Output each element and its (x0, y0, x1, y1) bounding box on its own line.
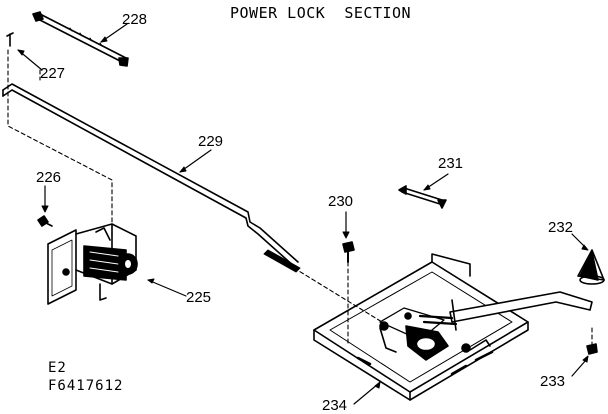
drawing-code-line2: F6417612 (48, 378, 124, 394)
drawing-code-line1: E2 (48, 360, 67, 376)
part-label-229: 229 (198, 133, 224, 150)
part-233-screw (586, 343, 598, 355)
part-label-232: 232 (548, 219, 574, 236)
diagram-title: POWER LOCK SECTION (230, 4, 412, 22)
part-label-230: 230 (328, 193, 354, 210)
part-234-base-plate (313, 253, 593, 401)
part-label-226: 226 (36, 169, 62, 186)
dashed-guides (7, 49, 593, 345)
part-label-225: 225 (186, 289, 212, 306)
part-label-233: 233 (540, 373, 566, 390)
leader-225 (147, 279, 187, 297)
part-label-227: 227 (40, 65, 66, 82)
part-227-clip (6, 32, 14, 47)
part-label-228: 228 (122, 11, 148, 28)
part-229-rod (2, 83, 301, 273)
leader-233 (571, 359, 587, 377)
part-label-234: 234 (322, 397, 348, 414)
leader-234 (353, 383, 379, 405)
part-225-actuator (47, 223, 138, 305)
part-label-231: 231 (438, 155, 464, 172)
part-228-rod (32, 11, 129, 67)
part-231-spring (398, 185, 447, 209)
part-226-screw (37, 215, 53, 227)
part-232-cone (577, 249, 605, 285)
part-230-screw (342, 241, 355, 263)
